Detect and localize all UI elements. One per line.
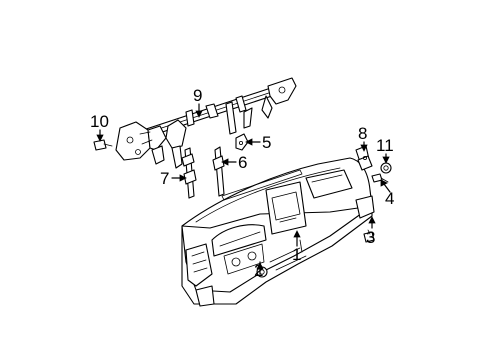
callout-1: 1 <box>292 245 301 264</box>
callout-7: 7 <box>160 169 169 188</box>
callout-11: 11 <box>376 136 394 155</box>
callout-5: 5 <box>262 133 271 152</box>
bracket-5 <box>235 133 249 151</box>
bolt-4 <box>371 173 389 183</box>
brace-6 <box>212 146 225 197</box>
leader-lines <box>96 103 391 275</box>
callout-3: 3 <box>366 228 375 247</box>
callout-4: 4 <box>385 189 394 208</box>
callout-2: 2 <box>254 261 263 280</box>
instrument-panel-reinforcement <box>115 77 297 169</box>
callout-8: 8 <box>358 124 367 143</box>
instrument-panel <box>181 157 375 307</box>
nut-11 <box>380 162 392 174</box>
callout-10: 10 <box>90 112 109 131</box>
callout-6: 6 <box>238 153 247 172</box>
bolt-10 <box>93 139 113 151</box>
clip-3 <box>363 229 375 243</box>
bracket-8 <box>355 145 373 171</box>
brace-7 <box>181 147 197 199</box>
callout-9: 9 <box>193 86 202 105</box>
